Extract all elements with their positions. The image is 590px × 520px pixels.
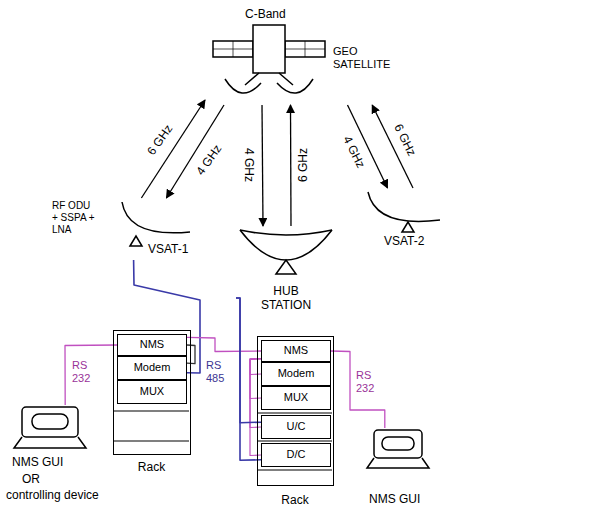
node-label: controlling device <box>6 488 99 502</box>
hub-dish: HUB STATION <box>236 226 336 322</box>
node-label: C-Band <box>245 7 286 21</box>
node-label: Rack <box>258 493 332 507</box>
node-label: MUX <box>262 387 330 409</box>
node-label: NMS GUI <box>369 492 420 506</box>
connector <box>250 359 261 399</box>
laptop: NMS GUI <box>365 428 431 470</box>
node-label: NMS <box>118 335 186 355</box>
node-label: OR <box>22 472 40 486</box>
node-label: D/C <box>262 444 330 466</box>
rack-unit: U/C <box>261 415 331 439</box>
node-label: Rack <box>114 460 189 474</box>
node-label: HUB STATION <box>254 284 318 313</box>
rack-unit: Modem <box>117 356 187 380</box>
rack-unit: D/C <box>261 443 331 467</box>
edge-label: 6 GHz <box>391 121 420 160</box>
edge-label: 6 GHz <box>144 121 176 159</box>
node-label: VSAT-2 <box>384 234 424 248</box>
rack-unit: MUX <box>117 380 187 404</box>
rack-unit: MUX <box>261 386 331 410</box>
node-label: NMS <box>262 341 330 361</box>
edge-label: 4 GHz <box>242 147 256 183</box>
connector <box>65 345 117 405</box>
rack: RackNMSModemMUX <box>113 330 191 455</box>
node-label: U/C <box>262 416 330 438</box>
rack: RackNMSModemMUXU/CD/C <box>257 336 334 486</box>
node-label: MUX <box>118 381 186 403</box>
edge-label: RS 232 <box>355 369 381 395</box>
connector <box>187 337 261 351</box>
note-label: RF ODU + SSPA + LNA <box>52 200 96 236</box>
edge-label: 6 GHz <box>296 147 310 183</box>
connector <box>187 345 195 364</box>
vsat-dish: VSAT-1 <box>118 198 196 260</box>
rack-unit: NMS <box>117 334 187 356</box>
satellite: C-BandGEO SATELLITE <box>205 5 395 105</box>
laptop-art <box>365 428 431 470</box>
node-label: NMS GUI <box>12 455 63 469</box>
connector <box>290 105 292 226</box>
node-label: Modem <box>118 357 186 379</box>
node-label: VSAT-1 <box>148 242 188 256</box>
vsat-dish: VSAT-2 <box>362 188 447 250</box>
rack-unit: NMS <box>261 340 331 362</box>
node-label: Modem <box>262 363 330 385</box>
connector <box>141 100 205 198</box>
edge-label: RS 485 <box>205 359 231 385</box>
edge-label: RS 232 <box>71 359 97 385</box>
connector <box>250 359 261 428</box>
connector <box>262 105 263 226</box>
connector <box>331 351 385 428</box>
laptop: NMS GUIORcontrolling device <box>12 405 88 450</box>
satellite-art <box>205 5 395 105</box>
laptop-art <box>12 405 88 450</box>
connector <box>250 359 261 375</box>
node-label: GEO SATELLITE <box>333 45 399 71</box>
rack-unit: Modem <box>261 362 331 386</box>
